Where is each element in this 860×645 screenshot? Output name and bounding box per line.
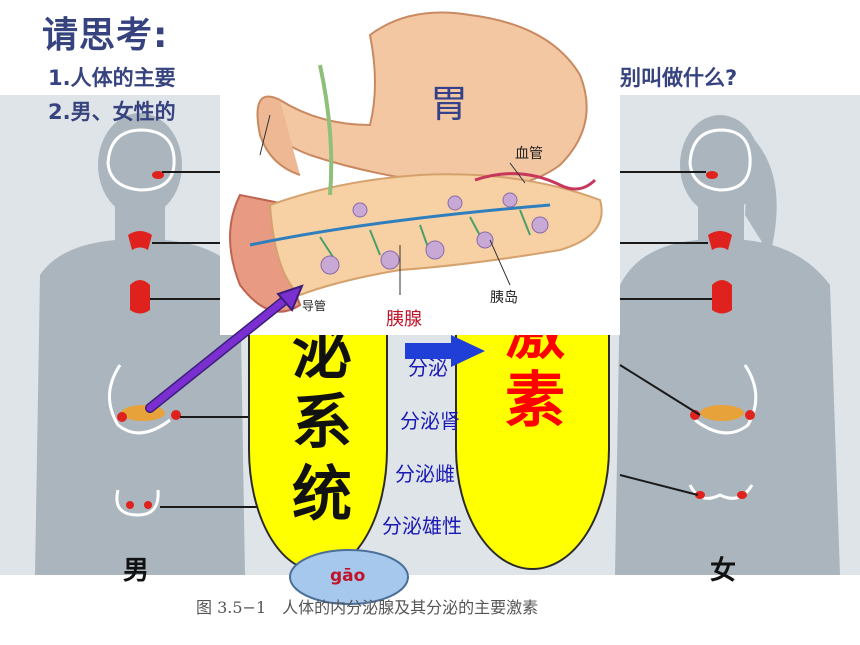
pancreatic-duct — [249, 203, 551, 247]
blood-vessel — [474, 172, 597, 191]
stomach-label: 胃 — [430, 82, 469, 126]
page-title: 请思考: — [42, 15, 169, 56]
female-silhouette — [615, 115, 840, 575]
blue-line-2: 分泌肾 — [400, 409, 460, 433]
question-1-end: 别叫做什么? — [620, 66, 738, 90]
right-yellow-shape — [455, 300, 610, 570]
duct-label: 导管 — [302, 299, 327, 313]
vessel-label: 血管 — [515, 146, 543, 162]
male-glands — [117, 171, 181, 509]
pinyin-text: gāo — [330, 566, 366, 586]
pancreas-stomach-illustration — [229, 11, 603, 313]
question-2-start: 2.男、女性的 — [48, 100, 176, 124]
pointer-lines — [150, 171, 712, 508]
pancreas-shape — [268, 173, 603, 297]
question-1-start: 1.人体的主要 — [48, 66, 176, 90]
left-char-2: 系 — [292, 388, 352, 458]
purple-arrow — [145, 284, 304, 413]
blue-arrow — [405, 335, 485, 367]
blue-line-1: 分泌 — [408, 356, 448, 380]
pancreas-label: 胰腺 — [386, 309, 422, 330]
left-char-3: 统 — [292, 460, 352, 530]
female-label: 女 — [710, 556, 737, 586]
pinyin-bubble — [289, 549, 409, 605]
blue-line-4: 分泌雄性 — [382, 514, 462, 538]
body-silhouettes — [35, 113, 840, 575]
pancreas-illustration-panel: 胃 血管 导管 胰岛 胰腺 — [220, 5, 620, 335]
right-char-2: 素 — [505, 366, 565, 436]
islet-label: 胰岛 — [490, 290, 518, 306]
female-glands — [690, 171, 755, 499]
male-label: 男 — [123, 556, 150, 586]
blue-line-3: 分泌雌 — [395, 462, 455, 486]
left-yellow-shape — [248, 300, 388, 572]
figure-caption: 图 3.5−1 人体的内分泌腺及其分泌的主要激素 — [196, 598, 539, 617]
islet-clusters — [320, 192, 549, 275]
